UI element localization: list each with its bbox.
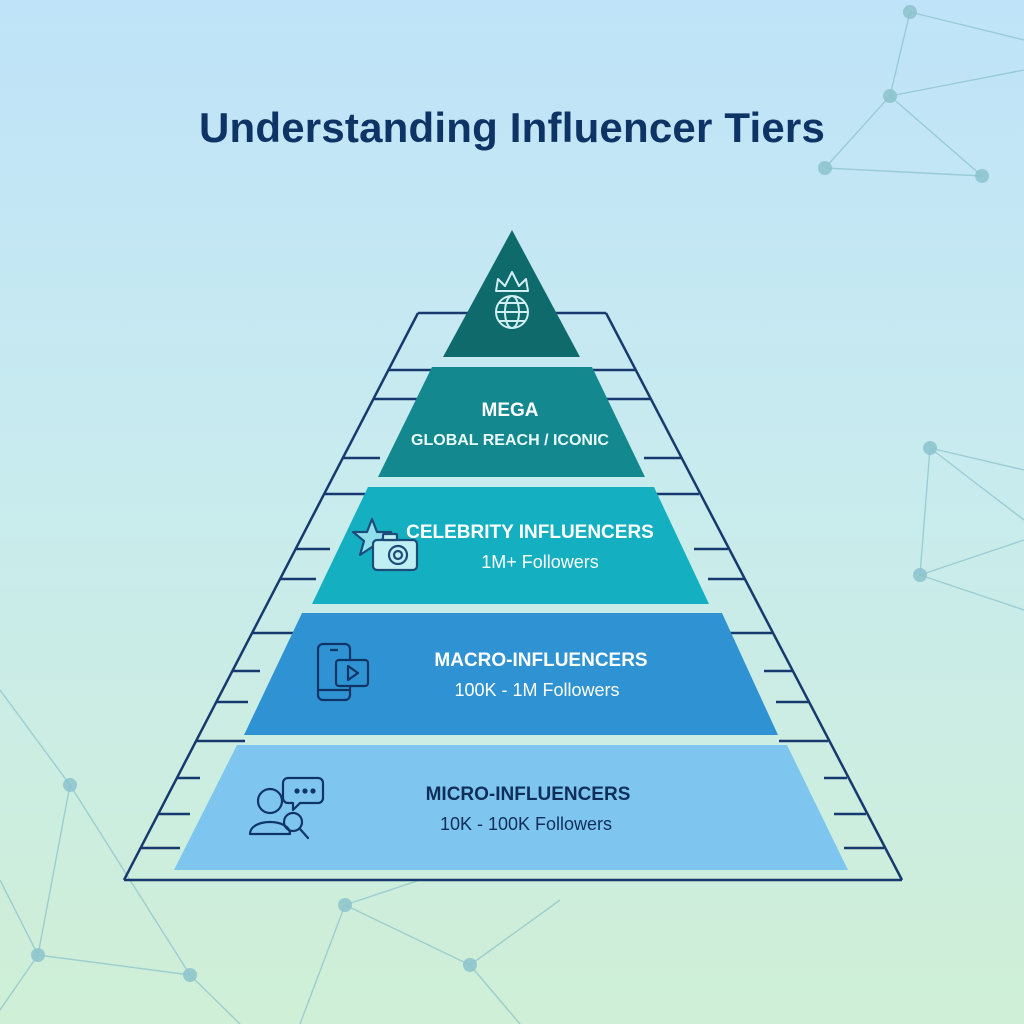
tier-micro-name: MICRO-INFLUENCERS <box>426 784 631 805</box>
crown-globe-icon <box>495 271 529 329</box>
tier-mega: MEGA GLOBAL REACH / ICONIC <box>378 367 645 477</box>
tier-mega-name: MEGA <box>482 400 539 421</box>
phone-video-icon <box>316 642 370 702</box>
tier-mega-band <box>378 367 645 477</box>
frame-left-rail <box>122 312 420 881</box>
tier-mega-subtitle: GLOBAL REACH / ICONIC <box>411 432 609 449</box>
apex-tier <box>443 230 580 357</box>
person-chat-search-icon <box>248 776 325 840</box>
tier-micro-subtitle: 10K - 100K Followers <box>440 814 612 834</box>
frame-right-rail <box>604 312 904 881</box>
tier-micro-band <box>174 745 848 870</box>
tier-celebrity-band <box>312 487 709 604</box>
tier-macro-band <box>244 613 778 735</box>
tier-macro-subtitle: 100K - 1M Followers <box>454 680 619 700</box>
tier-micro: MICRO-INFLUENCERS 10K - 100K Followers <box>174 745 848 870</box>
tier-macro-name: MACRO-INFLUENCERS <box>434 650 647 671</box>
page-title: Understanding Influencer Tiers <box>198 104 825 151</box>
tier-celebrity-name: CELEBRITY INFLUENCERS <box>406 522 654 543</box>
apex-shape <box>443 230 580 357</box>
pyramid-frame <box>122 311 904 882</box>
tier-celebrity: CELEBRITY INFLUENCERS 1M+ Followers <box>312 487 709 604</box>
tier-macro: MACRO-INFLUENCERS 100K - 1M Followers <box>244 613 778 735</box>
star-camera-icon <box>351 517 419 572</box>
tier-celebrity-subtitle: 1M+ Followers <box>481 552 599 572</box>
